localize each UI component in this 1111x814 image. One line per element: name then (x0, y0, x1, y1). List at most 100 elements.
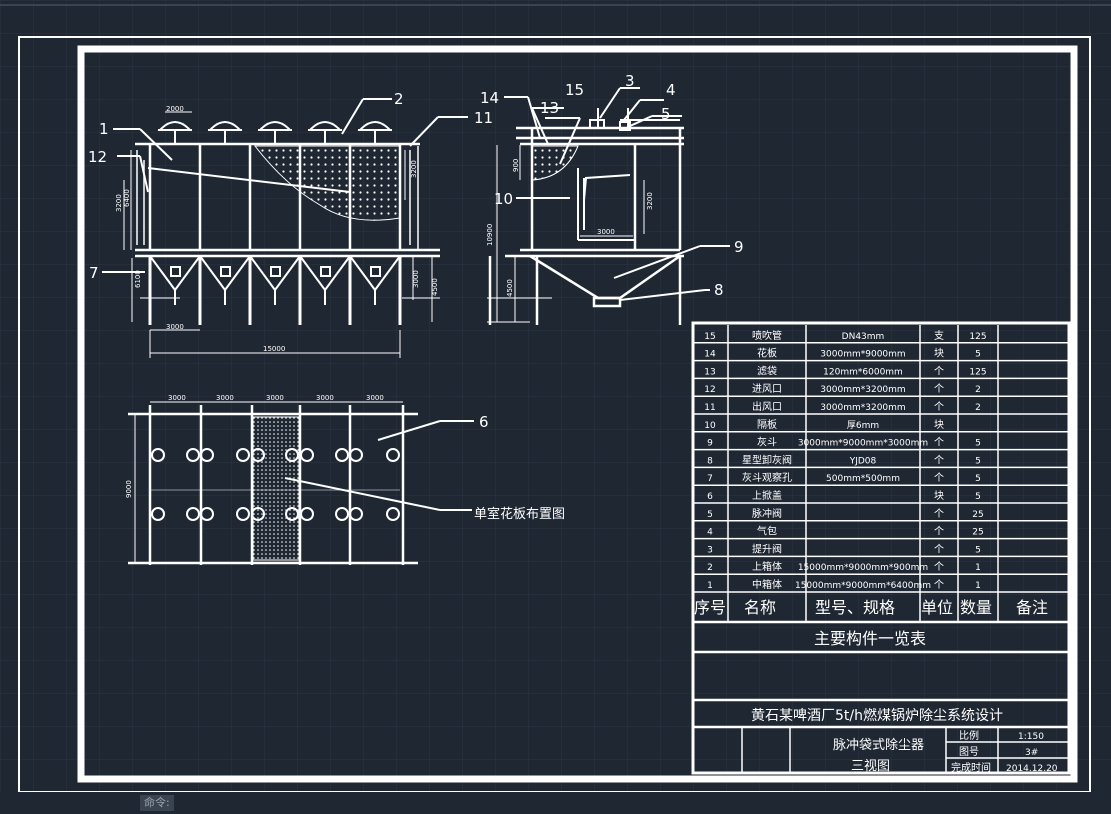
balloon-9: 9 (734, 238, 744, 256)
plan-dim-1: 3000 (168, 394, 186, 402)
scale-value: 1:150 (1018, 732, 1044, 742)
bom-cell-qty: 125 (969, 367, 986, 377)
project-title: 黄石某啤酒厂5t/h燃煤锅炉除尘系统设计 (751, 707, 1003, 724)
balloon-11: 11 (474, 109, 493, 127)
dim-3200-side: 3200 (646, 192, 654, 210)
bom-cell-unit: 个 (934, 454, 944, 466)
drawing-name-2: 三视图 (851, 759, 890, 774)
bom-cell-unit: 个 (934, 561, 944, 573)
bom-cell-unit: 个 (934, 437, 944, 449)
balloon-7: 7 (89, 264, 99, 282)
bom-cell-name: 隔板 (757, 418, 777, 431)
bom-cell-unit: 个 (934, 579, 944, 591)
side-view: 900 10900 3200 3000 4500 14 15 13 3 4 5 … (480, 72, 744, 325)
bom-header-no: 序号 (694, 598, 726, 617)
command-line[interactable]: 命令: (0, 792, 1111, 814)
balloon-1: 1 (99, 120, 109, 138)
command-prompt-label: 命令: (140, 795, 174, 811)
balloon-5: 5 (661, 105, 671, 123)
plan-dim-5: 3000 (366, 394, 384, 402)
bom-header-name: 名称 (744, 598, 776, 617)
scale-label: 比例 (959, 729, 979, 742)
bom-cell-no: 10 (704, 421, 716, 431)
bom-cell-spec: 3000mm*3200mm (820, 403, 905, 413)
bom-cell-no: 6 (707, 492, 713, 502)
bom-cell-name: 进风口 (752, 383, 782, 395)
bom-cell-name: 上掀盖 (752, 489, 782, 502)
bom-header-unit: 单位 (921, 598, 953, 617)
bom-cell-unit: 块 (934, 419, 944, 431)
bom-cell-qty: 5 (975, 492, 981, 502)
bom-cell-spec: 15000mm*9000mm*900mm (798, 563, 928, 573)
plan-dim-9000: 9000 (125, 480, 133, 498)
balloon-12: 12 (88, 148, 107, 166)
balloon-6: 6 (479, 413, 489, 431)
date-label: 完成时间 (951, 761, 991, 774)
bom-cell-qty: 125 (969, 332, 986, 342)
bom-cell-qty: 2 (975, 403, 981, 413)
bom-cell-unit: 个 (934, 543, 944, 555)
date-value: 2014.12.20 (1006, 764, 1058, 774)
bom-header-spec: 型号、规格 (815, 598, 895, 617)
bom-cell-spec: 500mm*500mm (826, 474, 900, 484)
bom-header-qty: 数量 (960, 598, 992, 617)
bom-cell-name: 出风口 (752, 400, 782, 413)
balloon-3: 3 (625, 72, 635, 90)
bom-cell-qty: 1 (975, 581, 981, 591)
dim-3200-right: 3200 (410, 160, 418, 178)
balloon-10: 10 (494, 190, 513, 208)
plan-view: 3000 3000 3000 3000 3000 9000 6 单室花板布置图 (125, 394, 565, 565)
bom-cell-name: 灰斗观察孔 (742, 471, 792, 484)
bom-cell-no: 1 (707, 581, 713, 591)
bom-cell-no: 3 (707, 545, 713, 555)
dim-3200: 3200 (115, 194, 123, 212)
bom-cell-name: 提升阀 (752, 542, 782, 555)
number-value: 3# (1025, 748, 1038, 758)
bom-cell-unit: 块 (934, 490, 944, 502)
bom-cell-no: 4 (707, 528, 713, 538)
dim-4500: 4500 (431, 278, 439, 296)
bom-cell-name: 花板 (757, 347, 777, 360)
bom-cell-name: 喷吹管 (752, 329, 782, 342)
bom-cell-unit: 个 (934, 472, 944, 484)
balloon-13: 13 (540, 99, 559, 117)
bom-cell-qty: 5 (975, 474, 981, 484)
dim-3000-side: 3000 (597, 228, 615, 236)
bom-cell-qty: 2 (975, 385, 981, 395)
bom-cell-no: 15 (704, 332, 715, 342)
bom-cell-name: 星型卸灰阀 (742, 453, 792, 466)
dim-3000-hopper: 3000 (412, 270, 420, 288)
bom-cell-qty: 5 (975, 350, 981, 360)
bom-cell-no: 14 (704, 350, 716, 360)
bom-cell-name: 滤袋 (757, 364, 777, 377)
dim-4500-side: 4500 (506, 279, 514, 297)
plan-dim-3: 3000 (266, 394, 284, 402)
bom-cell-unit: 个 (934, 365, 944, 377)
bom-cell-spec: 3000mm*9000mm (820, 350, 905, 360)
bom-cell-qty: 1 (975, 563, 981, 573)
dim-10900: 10900 (486, 224, 494, 246)
bom-cell-spec: 15000mm*9000mm*6400mm (795, 581, 931, 591)
bom-cell-name: 气包 (757, 525, 777, 538)
bom-cell-spec: YJD08 (849, 456, 877, 466)
balloon-14: 14 (480, 89, 499, 107)
dim-15000: 15000 (263, 345, 285, 353)
bom-cell-unit: 块 (934, 348, 944, 360)
front-view: 2000 (88, 90, 493, 358)
balloon-15: 15 (565, 81, 584, 99)
dim-6400: 6400 (123, 189, 131, 207)
bom-header-note: 备注 (1016, 598, 1048, 617)
bom-cell-name: 脉冲阀 (752, 507, 782, 520)
bom-cell-no: 9 (707, 439, 713, 449)
bom-cell-qty: 5 (975, 456, 981, 466)
inner-frame (77, 45, 1078, 783)
bom-cell-qty: 5 (975, 545, 981, 555)
bom-cell-spec: 3000mm*3200mm (820, 385, 905, 395)
bom-cell-spec: DN43mm (842, 332, 885, 342)
bom-cell-name: 上箱体 (752, 560, 782, 573)
bom-cell-name: 中箱体 (752, 578, 782, 591)
plan-dim-2: 3000 (216, 394, 234, 402)
